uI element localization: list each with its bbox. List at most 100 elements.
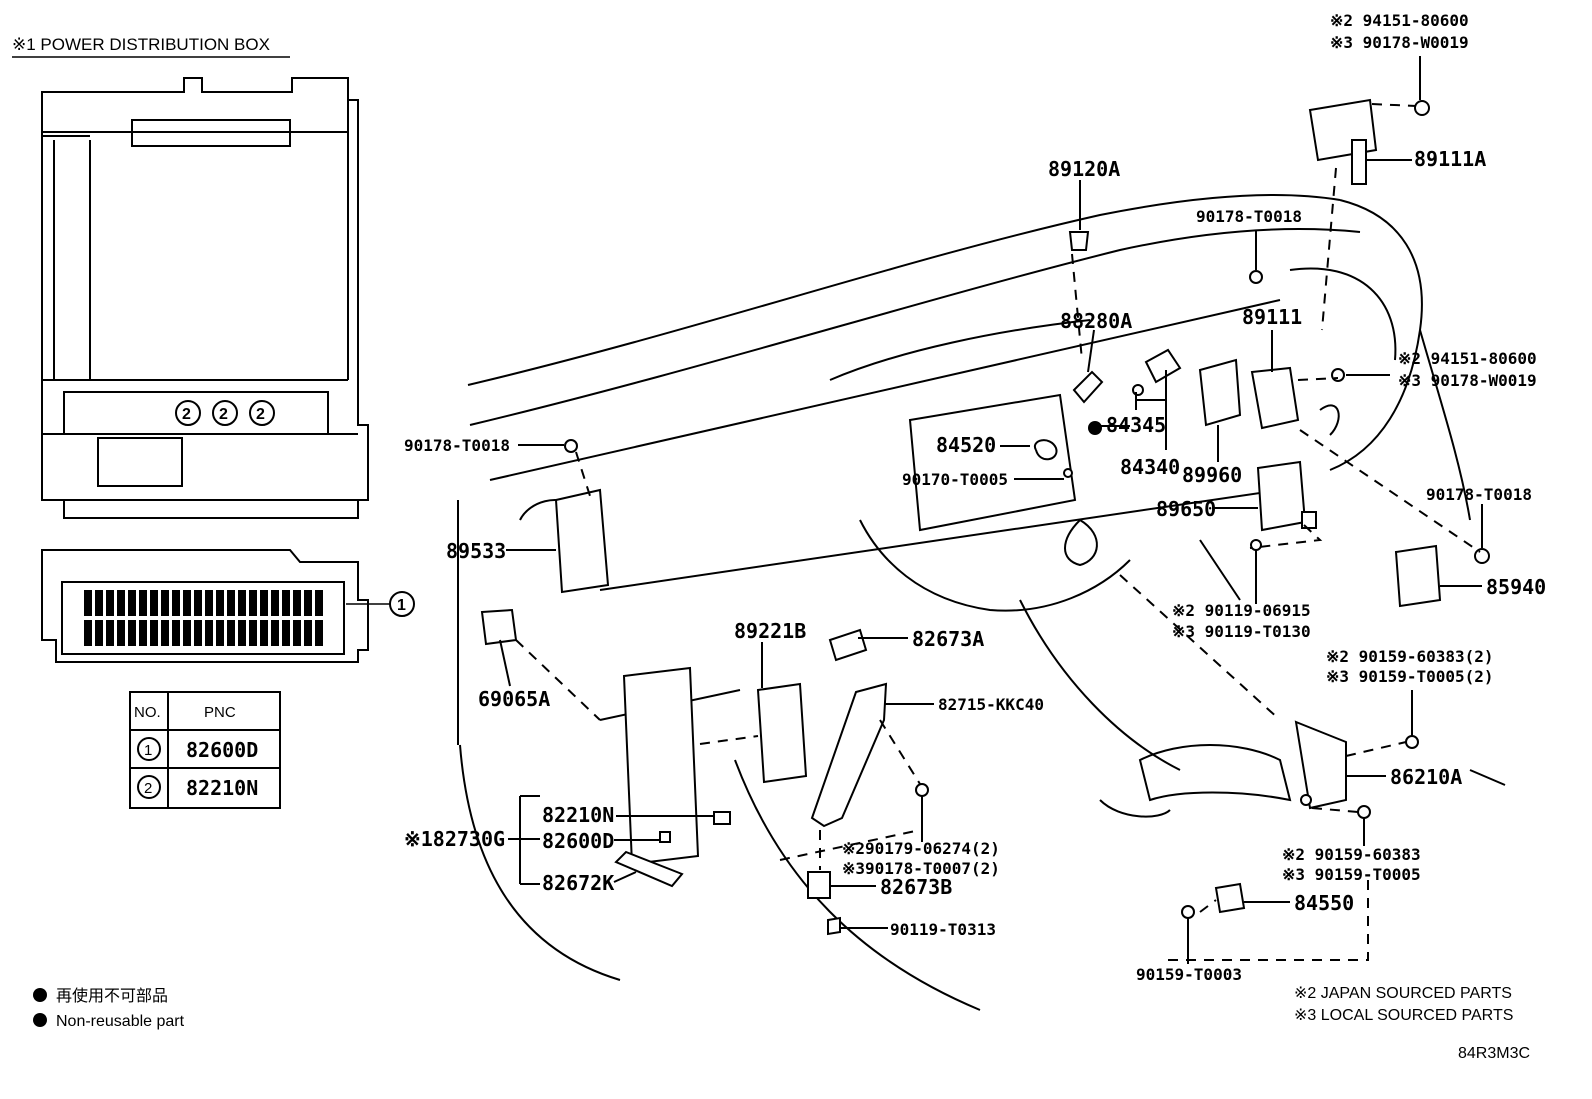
legend: 再使用不可部品 Non-reusable part	[33, 987, 185, 1030]
label-84345: 84345	[1106, 413, 1166, 437]
part-89960	[1198, 358, 1242, 427]
part-86210A	[1294, 720, 1347, 810]
part-85940	[1394, 544, 1442, 608]
legend-jp: 再使用不可部品	[56, 987, 168, 1005]
inset-panel: ※1 POWER DISTRIBUTION BOX 2 2 2	[12, 35, 415, 809]
fuse-slot	[161, 620, 169, 646]
label-screw-1: ※2 90159-60383(2)	[1326, 647, 1494, 666]
fuse-slot	[205, 590, 213, 616]
label-84550: 84550	[1294, 891, 1354, 915]
label-clip-2: ※390178-T0007(2)	[842, 859, 1000, 878]
part-82672K	[614, 850, 684, 888]
fuse-slot	[293, 620, 301, 646]
part-82715	[810, 682, 888, 828]
part-82673B	[807, 871, 831, 899]
table-header-pnc: PNC	[204, 704, 236, 721]
fuse-slot	[95, 590, 103, 616]
part-82210N-piece	[713, 811, 731, 825]
part-89650	[1256, 460, 1307, 532]
label-right-mid-2: ※3 90178-W0019	[1398, 371, 1537, 390]
part-89221B	[756, 682, 808, 784]
fuse-slot	[282, 620, 290, 646]
fuse-slot	[260, 590, 268, 616]
table-header-no: NO.	[134, 704, 161, 721]
fuse-slot	[117, 620, 125, 646]
label-88280A: 88280A	[1060, 309, 1132, 333]
part-89120A	[1068, 231, 1090, 251]
label-84520: 84520	[936, 433, 996, 457]
label-top-right-2: ※3 90178-W0019	[1330, 33, 1469, 52]
part-89111A-tab	[1351, 139, 1367, 185]
label-screw-3: ※2 90159-60383	[1282, 845, 1421, 864]
fuse-slot	[249, 590, 257, 616]
legend-dot-jp	[33, 988, 47, 1002]
leader-lines	[499, 56, 1483, 964]
part-69065A	[480, 608, 518, 646]
label-89120A: 89120A	[1048, 157, 1120, 181]
label-clip-1: ※290179-06274(2)	[842, 839, 1000, 858]
label-90159-T0003: 90159-T0003	[1136, 965, 1242, 984]
fuse-slot	[84, 620, 92, 646]
callout-1-bottom: 1	[397, 597, 406, 614]
fuse-slot	[150, 590, 158, 616]
power-distribution-box-front: 2 2 2	[41, 77, 369, 519]
fuse-slot	[282, 590, 290, 616]
label-90119-T0313: 90119-T0313	[890, 920, 996, 939]
label-bolt-1: ※2 90119-06915	[1172, 601, 1311, 620]
note-japan-sourced: ※2 JAPAN SOURCED PARTS	[1294, 985, 1512, 1002]
fuse-slot	[172, 620, 180, 646]
label-screw-4: ※3 90159-T0005	[1282, 865, 1421, 884]
callout-2-c: 2	[256, 406, 265, 423]
assembly-lines	[515, 103, 1481, 961]
fuse-slot	[238, 590, 246, 616]
fuse-slot	[194, 590, 202, 616]
fuse-slot	[139, 590, 147, 616]
fuse-slot	[106, 590, 114, 616]
label-89221B: 89221B	[734, 619, 806, 643]
fuse-slot	[271, 620, 279, 646]
label-82730G: ※182730G	[404, 827, 505, 851]
part-84520	[1033, 439, 1058, 461]
label-top-right-1: ※2 94151-80600	[1330, 11, 1469, 30]
label-89533: 89533	[446, 539, 506, 563]
fuse-slot	[194, 620, 202, 646]
fuse-grid	[84, 590, 323, 646]
part-89111	[1250, 366, 1300, 430]
label-89650: 89650	[1156, 497, 1216, 521]
label-82673B: 82673B	[880, 875, 952, 899]
fuse-slot	[249, 620, 257, 646]
fuse-slot	[139, 620, 147, 646]
fuse-slot	[106, 620, 114, 646]
fuse-slot	[128, 590, 136, 616]
figure-code: 84R3M3C	[1458, 1045, 1530, 1062]
power-distribution-box-bottom: 1	[41, 549, 415, 663]
label-89111A: 89111A	[1414, 147, 1486, 171]
fuse-slot	[260, 620, 268, 646]
fuse-slot	[150, 620, 158, 646]
label-82673A: 82673A	[912, 627, 984, 651]
pnc-table: NO. PNC 1 82600D 2 82210N	[129, 691, 281, 809]
part-82600D-piece	[659, 831, 671, 843]
label-86210A: 86210A	[1390, 765, 1462, 789]
fuse-slot	[205, 620, 213, 646]
part-labels: ※2 94151-80600 ※3 90178-W0019 89111A 891…	[404, 11, 1546, 984]
fuse-slot	[293, 590, 301, 616]
source-notes: ※2 JAPAN SOURCED PARTS ※3 LOCAL SOURCED …	[1294, 985, 1530, 1062]
nut-top-right	[1414, 100, 1430, 116]
part-84345	[1144, 348, 1182, 384]
fuse-slot	[271, 590, 279, 616]
note-local-sourced: ※3 LOCAL SOURCED PARTS	[1294, 1007, 1513, 1024]
part-84550	[1214, 882, 1246, 914]
label-bolt-2: ※3 90119-T0130	[1172, 622, 1311, 641]
part-82673A	[828, 628, 868, 662]
callout-2-b: 2	[219, 406, 228, 423]
fuse-slot	[238, 620, 246, 646]
label-90178-T0018-top: 90178-T0018	[1196, 207, 1302, 226]
fuse-slot	[95, 620, 103, 646]
fuse-slot	[304, 590, 312, 616]
callout-2-a: 2	[182, 406, 191, 423]
label-90170-T0005: 90170-T0005	[902, 470, 1008, 489]
fuse-slot	[183, 620, 191, 646]
fuse-slot	[315, 620, 323, 646]
fuse-slot	[216, 620, 224, 646]
